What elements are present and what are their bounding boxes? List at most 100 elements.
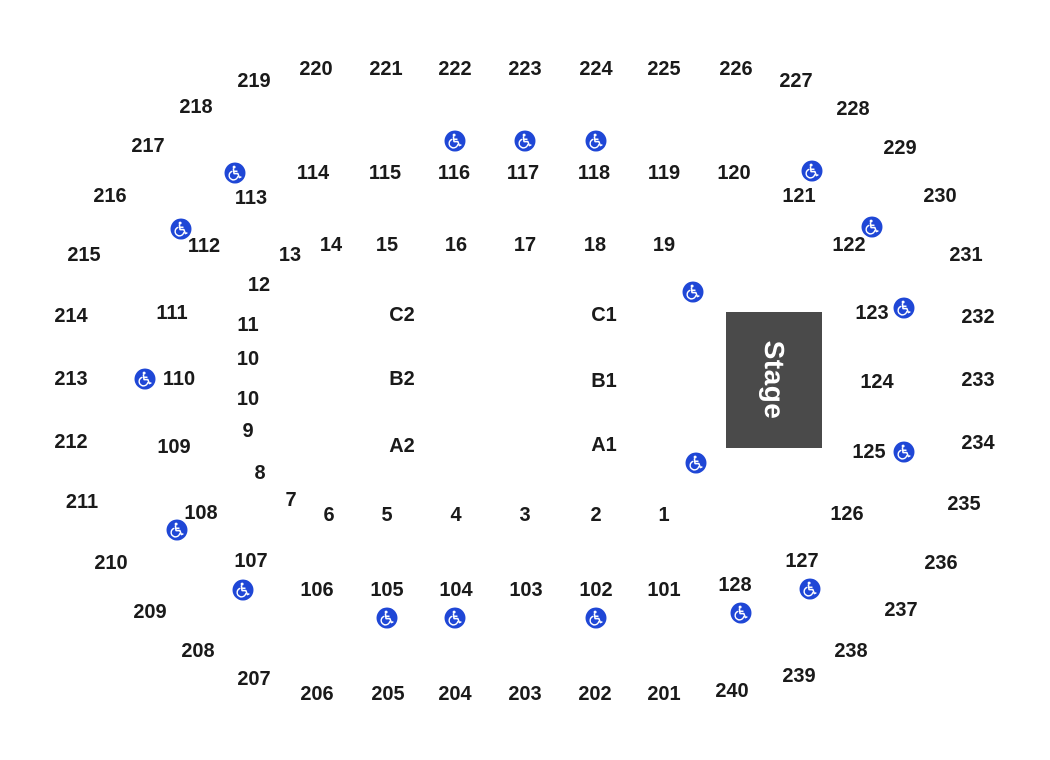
wheelchair-accessible-icon xyxy=(233,580,254,601)
section-211[interactable]: 211 xyxy=(65,491,99,513)
section-7[interactable]: 7 xyxy=(285,489,297,511)
section-215[interactable]: 215 xyxy=(67,244,101,266)
section-122[interactable]: 122 xyxy=(832,234,866,256)
section-a1[interactable]: A1 xyxy=(591,434,617,456)
section-15[interactable]: 15 xyxy=(375,234,399,256)
section-240[interactable]: 240 xyxy=(715,680,749,702)
section-b2[interactable]: B2 xyxy=(389,368,415,390)
section-9[interactable]: 9 xyxy=(242,420,254,442)
section-14[interactable]: 14 xyxy=(319,234,343,256)
section-221[interactable]: 221 xyxy=(369,58,403,80)
section-114[interactable]: 114 xyxy=(296,162,330,184)
section-112[interactable]: 112 xyxy=(187,235,221,257)
section-209[interactable]: 209 xyxy=(133,601,167,623)
section-11[interactable]: 11 xyxy=(237,314,259,336)
section-214[interactable]: 214 xyxy=(54,305,88,327)
wheelchair-accessible-icon xyxy=(894,298,915,319)
section-212[interactable]: 212 xyxy=(54,431,88,453)
section-201[interactable]: 201 xyxy=(647,683,681,705)
section-118[interactable]: 118 xyxy=(577,162,611,184)
section-210[interactable]: 210 xyxy=(94,552,128,574)
section-127[interactable]: 127 xyxy=(785,550,819,572)
wheelchair-accessible-icon xyxy=(731,603,752,624)
section-c2[interactable]: C2 xyxy=(389,304,415,326)
wheelchair-accessible-icon xyxy=(683,282,704,303)
section-2[interactable]: 2 xyxy=(590,504,602,526)
wheelchair-accessible-icon xyxy=(135,369,156,390)
section-102[interactable]: 102 xyxy=(579,579,613,601)
section-231[interactable]: 231 xyxy=(949,244,983,266)
section-230[interactable]: 230 xyxy=(923,185,957,207)
section-223[interactable]: 223 xyxy=(508,58,542,80)
section-108[interactable]: 108 xyxy=(184,502,218,524)
section-124[interactable]: 124 xyxy=(860,371,894,393)
section-207[interactable]: 207 xyxy=(237,668,271,690)
section-120[interactable]: 120 xyxy=(717,162,751,184)
section-115[interactable]: 115 xyxy=(368,162,402,184)
section-110[interactable]: 110 xyxy=(162,368,196,390)
section-213[interactable]: 213 xyxy=(54,368,88,390)
section-10-lower[interactable]: 10 xyxy=(236,388,260,410)
section-6[interactable]: 6 xyxy=(323,504,335,526)
section-234[interactable]: 234 xyxy=(961,432,995,454)
section-229[interactable]: 229 xyxy=(883,137,917,159)
section-5[interactable]: 5 xyxy=(381,504,393,526)
section-18[interactable]: 18 xyxy=(583,234,607,256)
section-113[interactable]: 113 xyxy=(234,187,268,209)
section-19[interactable]: 19 xyxy=(652,234,676,256)
section-224[interactable]: 224 xyxy=(579,58,613,80)
section-119[interactable]: 119 xyxy=(647,162,681,184)
section-4[interactable]: 4 xyxy=(450,504,462,526)
section-204[interactable]: 204 xyxy=(438,683,472,705)
section-121[interactable]: 121 xyxy=(782,185,816,207)
section-216[interactable]: 216 xyxy=(93,185,127,207)
section-238[interactable]: 238 xyxy=(834,640,868,662)
section-220[interactable]: 220 xyxy=(299,58,333,80)
section-109[interactable]: 109 xyxy=(157,436,191,458)
section-101[interactable]: 101 xyxy=(647,579,681,601)
section-103[interactable]: 103 xyxy=(509,579,543,601)
section-205[interactable]: 205 xyxy=(371,683,405,705)
section-13[interactable]: 13 xyxy=(278,244,302,266)
section-222[interactable]: 222 xyxy=(438,58,472,80)
section-106[interactable]: 106 xyxy=(300,579,334,601)
section-125[interactable]: 125 xyxy=(852,441,886,463)
section-228[interactable]: 228 xyxy=(836,98,870,120)
section-1[interactable]: 1 xyxy=(658,504,670,526)
section-8[interactable]: 8 xyxy=(254,462,266,484)
section-237[interactable]: 237 xyxy=(884,599,918,621)
section-107[interactable]: 107 xyxy=(234,550,268,572)
section-208[interactable]: 208 xyxy=(181,640,215,662)
section-3[interactable]: 3 xyxy=(519,504,531,526)
section-227[interactable]: 227 xyxy=(779,70,813,92)
section-218[interactable]: 218 xyxy=(179,96,213,118)
section-123[interactable]: 123 xyxy=(855,302,889,324)
section-225[interactable]: 225 xyxy=(647,58,681,80)
section-104[interactable]: 104 xyxy=(439,579,473,601)
section-10-upper[interactable]: 10 xyxy=(236,348,260,370)
section-236[interactable]: 236 xyxy=(924,552,958,574)
wheelchair-accessible-icon xyxy=(377,608,398,629)
section-203[interactable]: 203 xyxy=(508,683,542,705)
section-117[interactable]: 117 xyxy=(506,162,540,184)
section-235[interactable]: 235 xyxy=(947,493,981,515)
section-126[interactable]: 126 xyxy=(830,503,864,525)
section-c1[interactable]: C1 xyxy=(591,304,617,326)
section-116[interactable]: 116 xyxy=(437,162,471,184)
section-226[interactable]: 226 xyxy=(719,58,753,80)
section-233[interactable]: 233 xyxy=(961,369,995,391)
section-17[interactable]: 17 xyxy=(513,234,537,256)
section-b1[interactable]: B1 xyxy=(591,370,617,392)
section-202[interactable]: 202 xyxy=(578,683,612,705)
section-128[interactable]: 128 xyxy=(718,574,752,596)
section-217[interactable]: 217 xyxy=(131,135,165,157)
section-239[interactable]: 239 xyxy=(782,665,816,687)
section-111[interactable]: 111 xyxy=(156,302,188,324)
section-105[interactable]: 105 xyxy=(370,579,404,601)
section-206[interactable]: 206 xyxy=(300,683,334,705)
section-12[interactable]: 12 xyxy=(247,274,271,296)
section-16[interactable]: 16 xyxy=(444,234,468,256)
section-a2[interactable]: A2 xyxy=(389,435,415,457)
section-232[interactable]: 232 xyxy=(961,306,995,328)
section-219[interactable]: 219 xyxy=(237,70,271,92)
